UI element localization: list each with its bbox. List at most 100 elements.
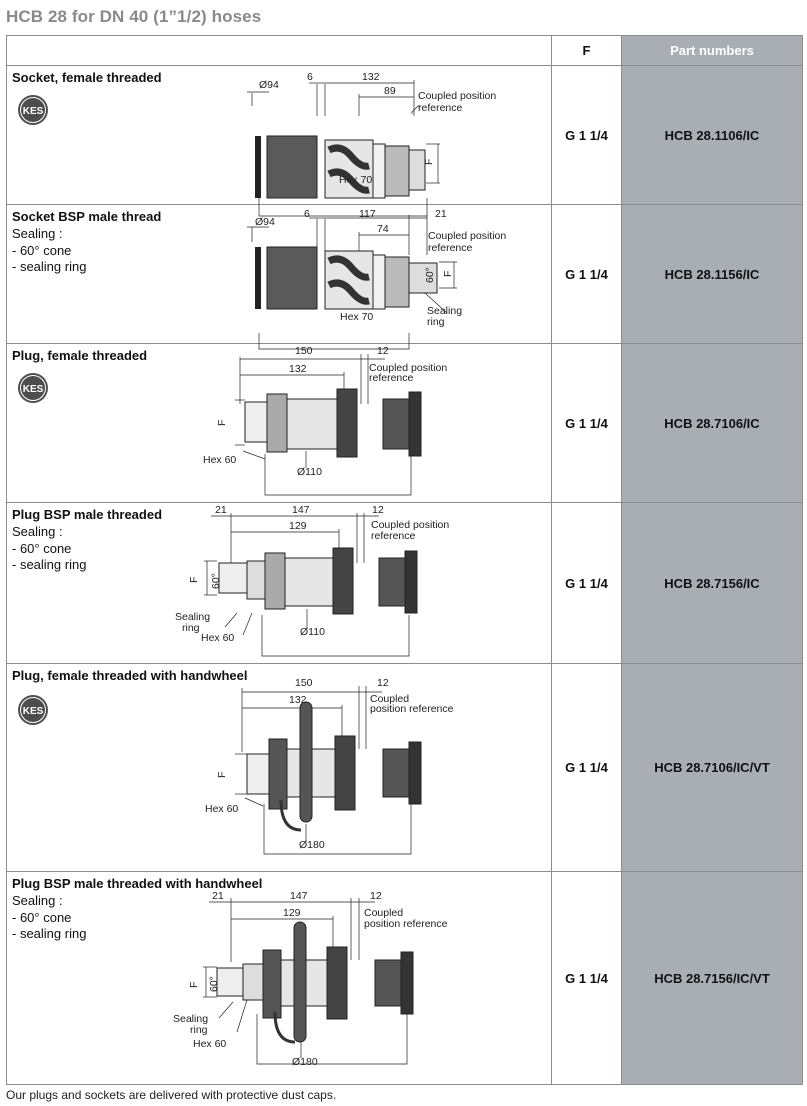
dim-1: 150 xyxy=(295,345,313,357)
plug-body xyxy=(246,735,422,811)
hex-label: Hex 60 xyxy=(193,1038,226,1050)
reference-label: position reference xyxy=(364,918,448,930)
f-label: F xyxy=(188,577,200,583)
socket-body xyxy=(255,246,438,310)
part-number: HCB 28.1156/IC xyxy=(621,204,803,344)
row-description: Plug, female threaded KES xyxy=(6,343,552,503)
dim-2: 132 xyxy=(289,363,307,375)
svg-text:KES: KES xyxy=(23,706,44,717)
dim-1: 6 xyxy=(304,208,310,220)
dim-diameter: Ø94 xyxy=(259,79,279,91)
row-description: Plug BSP male threaded with handwheel Se… xyxy=(6,871,552,1085)
header-f: F xyxy=(551,35,622,66)
cone-label: 60° xyxy=(424,267,436,283)
sealing-label: Sealing xyxy=(173,1013,208,1025)
coupled-label: Coupled position xyxy=(418,90,496,102)
plug-body xyxy=(244,388,422,458)
f-label: F xyxy=(423,159,435,165)
dim-diameter: Ø94 xyxy=(255,216,275,228)
technical-drawing: 150 12 132 Coupled position reference He… xyxy=(203,345,447,496)
dim-1: 6 xyxy=(307,71,313,83)
f-label: F xyxy=(442,271,454,277)
sealing-note: - sealing ring xyxy=(12,557,87,572)
dim-4: 21 xyxy=(435,208,447,220)
sealing-note: - 60° cone xyxy=(12,242,72,258)
dim-3: 12 xyxy=(372,504,384,516)
dim-1: 150 xyxy=(295,677,313,689)
svg-text:KES: KES xyxy=(23,384,44,395)
dim-diameter: Ø180 xyxy=(299,839,325,851)
plug-body xyxy=(216,946,414,1020)
ring-label: ring xyxy=(427,316,445,328)
cone-label: 60° xyxy=(208,976,220,992)
coupled-label: Coupled position xyxy=(369,362,447,374)
dim-2: 132 xyxy=(362,71,380,83)
row-title: Plug, female threaded with handwheel xyxy=(12,668,248,683)
plug-body xyxy=(218,547,418,615)
sealing-notes: Sealing : - 60° cone - sealing ring xyxy=(12,524,86,574)
header-part-numbers: Part numbers xyxy=(621,35,803,66)
reference-label: position reference xyxy=(370,703,454,715)
dim-0: 21 xyxy=(215,504,227,516)
table-row: Plug BSP male threaded with handwheel Se… xyxy=(6,871,803,1085)
sealing-note: Sealing : xyxy=(12,226,63,241)
f-label: F xyxy=(216,420,228,426)
part-number: HCB 28.7156/IC xyxy=(621,502,803,664)
f-label: F xyxy=(216,772,228,778)
sealing-note: Sealing : xyxy=(12,524,63,539)
coupled-label: Coupled xyxy=(370,693,409,705)
technical-drawing: Ø94 6 117 21 74 Coupled position referen… xyxy=(247,208,506,350)
row-description: Socket, female threaded KES xyxy=(6,65,552,217)
reference-label: reference xyxy=(371,530,416,542)
dim-2: 117 xyxy=(359,208,376,220)
dim-3: 12 xyxy=(377,345,389,357)
table-header-row: F Part numbers xyxy=(6,35,803,66)
row-title: Socket, female threaded xyxy=(12,70,162,85)
coupled-label: Coupled position xyxy=(371,519,449,531)
header-description xyxy=(6,35,552,66)
dim-0: 21 xyxy=(212,890,224,902)
row-title: Plug BSP male threaded with handwheel xyxy=(12,876,263,891)
table-row: Socket BSP male thread Sealing : - 60° c… xyxy=(6,204,803,350)
dim-2: 132 xyxy=(289,694,307,706)
kes-logo: KES xyxy=(18,695,48,725)
dim-3: 74 xyxy=(377,223,389,235)
hex-label: Hex 60 xyxy=(201,632,234,644)
technical-drawing: 150 12 132 Coupled position reference He… xyxy=(205,677,454,855)
sealing-label: Sealing xyxy=(427,305,462,317)
hex-label: Hex 60 xyxy=(203,454,236,466)
socket-body xyxy=(255,135,426,199)
sealing-note: - 60° cone xyxy=(12,909,72,925)
table-row: Plug, female threaded KES xyxy=(6,343,803,503)
dim-3: 12 xyxy=(377,677,389,689)
f-label: F xyxy=(188,982,200,988)
hex-label: Hex 60 xyxy=(205,803,238,815)
dim-3: 12 xyxy=(370,890,382,902)
sealing-note: - sealing ring xyxy=(12,926,87,941)
technical-drawing: 21 147 12 129 Coupled position reference… xyxy=(173,890,448,1068)
sealing-notes: Sealing : - 60° cone - sealing ring xyxy=(12,893,86,943)
table-row: Plug, female threaded with handwheel KES xyxy=(6,663,803,872)
row-title: Plug, female threaded xyxy=(12,348,148,363)
part-number: HCB 28.7156/IC/VT xyxy=(621,871,803,1085)
sealing-note: - sealing ring xyxy=(12,259,87,274)
f-value: G 1 1/4 xyxy=(551,204,622,344)
sealing-note: Sealing : xyxy=(12,893,63,908)
kes-logo: KES xyxy=(18,373,48,403)
product-table: F Part numbers Socket, female threaded K… xyxy=(6,35,803,1085)
handwheel xyxy=(273,921,307,1044)
reference-label: reference xyxy=(418,102,463,114)
sealing-label: Sealing xyxy=(175,611,210,623)
part-number: HCB 28.7106/IC xyxy=(621,343,803,503)
reference-label: reference xyxy=(428,242,473,254)
svg-text:KES: KES xyxy=(23,106,44,117)
ring-label: ring xyxy=(182,622,200,634)
dim-diameter: Ø110 xyxy=(300,626,325,638)
ring-label: ring xyxy=(190,1024,208,1036)
dim-diameter: Ø110 xyxy=(297,466,322,478)
page-title: HCB 28 for DN 40 (1”1/2) hoses xyxy=(6,7,262,26)
coupled-label: Coupled xyxy=(364,907,403,919)
handwheel xyxy=(279,701,313,832)
reference-label: reference xyxy=(369,372,414,384)
technical-drawing: Ø94 6 132 89 Coupled position reference … xyxy=(247,71,496,217)
